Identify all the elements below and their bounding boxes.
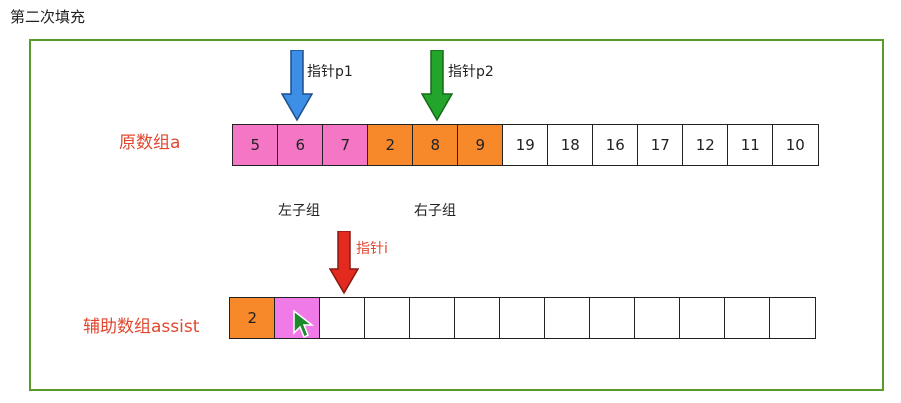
diagram-frame [29,39,884,391]
original-cell: 6 [277,124,324,166]
pointer-i-arrow [329,231,359,295]
pointer-p2-label: 指针p2 [448,64,494,80]
assist-cell [634,297,681,339]
original-cell: 2 [367,124,414,166]
assist-cell [364,297,411,339]
original-cell: 5 [232,124,279,166]
right-group-label: 右子组 [414,203,456,219]
assist-cell: 2 [229,297,276,339]
original-cell: 12 [682,124,729,166]
assist-cell [769,297,816,339]
original-cell: 18 [547,124,594,166]
assist-cell [679,297,726,339]
assist-cell [724,297,771,339]
pointer-p1-arrow [281,50,313,122]
original-cell: 7 [322,124,369,166]
pointer-p2-arrow [421,50,453,122]
assist-cell [319,297,366,339]
assist-cell [409,297,456,339]
original-cell: 10 [772,124,819,166]
pointer-i-shape [329,231,359,295]
original-cell: 16 [592,124,639,166]
pointer-i-label: 指针i [356,241,388,257]
original-cell: 8 [412,124,459,166]
original-cell: 9 [457,124,504,166]
assist-array: 2 [229,297,816,339]
assist-cell [454,297,501,339]
pointer-p1-shape [281,50,313,122]
original-cell: 17 [637,124,684,166]
assist-array-label: 辅助数组assist [83,317,200,337]
pointer-p2-shape [421,50,453,122]
original-cell: 11 [727,124,774,166]
original-array-label: 原数组a [119,133,181,153]
cursor-icon [293,309,314,339]
assist-cell [589,297,636,339]
pointer-p1-label: 指针p1 [307,64,353,80]
assist-cell [544,297,591,339]
original-cell: 19 [502,124,549,166]
assist-cell [499,297,546,339]
left-group-label: 左子组 [278,203,320,219]
page-title: 第二次填充 [10,8,86,26]
